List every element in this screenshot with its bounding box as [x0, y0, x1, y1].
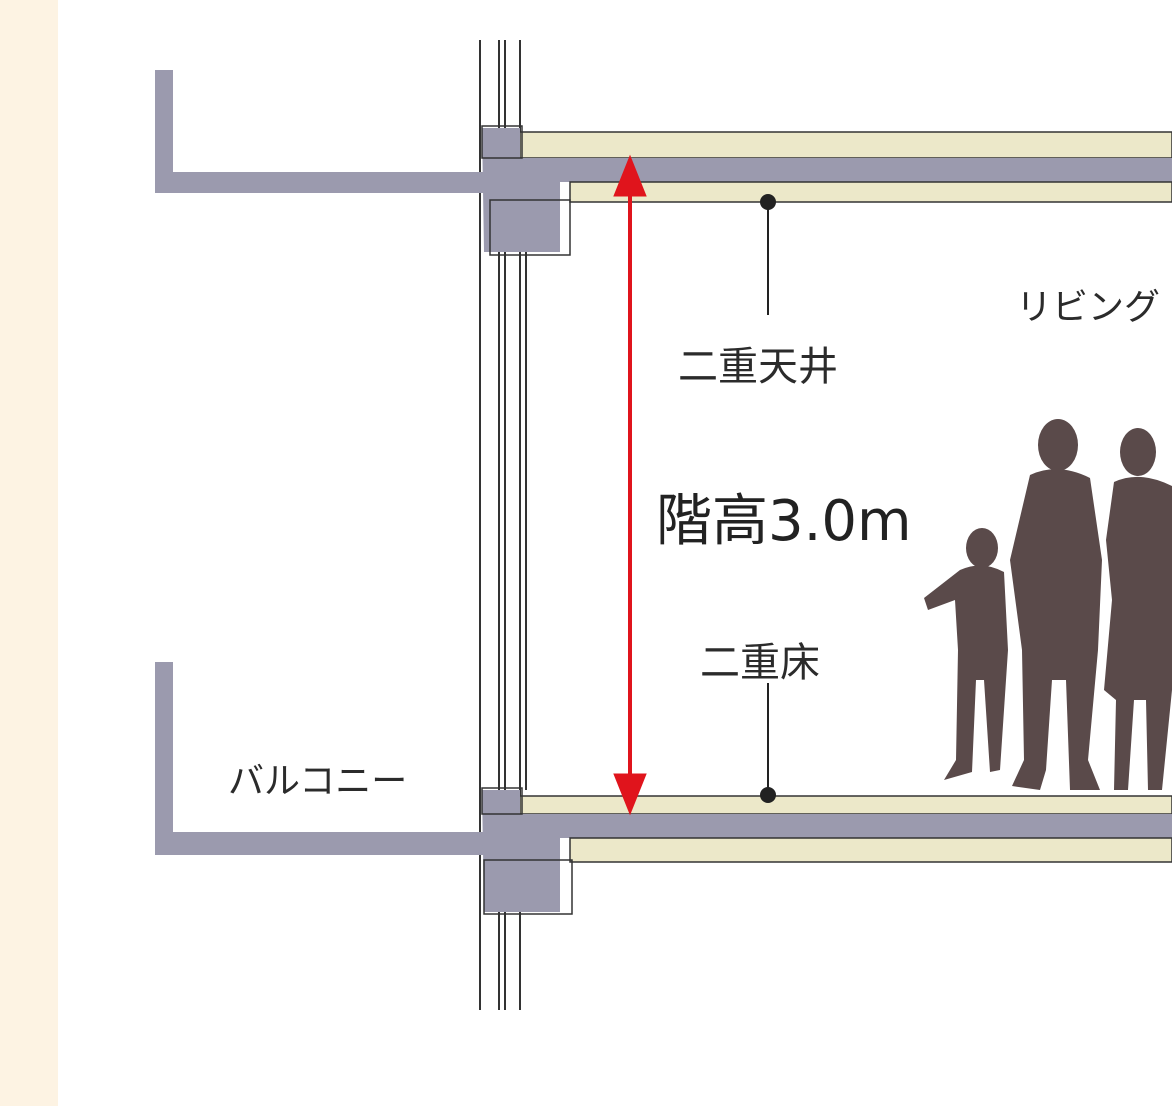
double-ceiling-label: 二重天井: [678, 344, 838, 390]
floor-height-label: 階高3.0m: [656, 489, 912, 554]
floor-leader: [760, 683, 776, 803]
family-silhouette: [924, 419, 1172, 790]
background-strip: [0, 0, 58, 1106]
lower-slab: [481, 787, 1172, 915]
height-dimension-arrow: [613, 154, 647, 816]
balcony-label: バルコニー: [228, 761, 408, 802]
ceiling-leader: [760, 194, 776, 315]
double-floor-label: 二重床: [700, 640, 820, 686]
upper-slab: [481, 125, 1172, 256]
upper-balcony: [155, 70, 490, 193]
living-room-label: リビング: [1016, 287, 1161, 328]
lower-balcony: [155, 662, 490, 855]
